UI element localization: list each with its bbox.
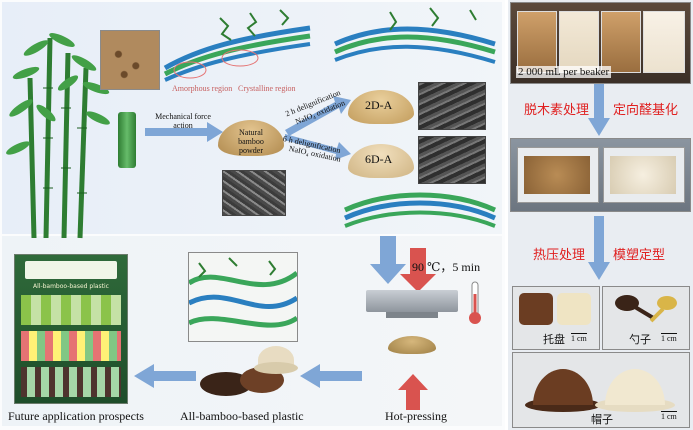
label-2d-a: 2D-A <box>365 98 393 112</box>
press-upper-plate <box>366 290 458 312</box>
poster-title: All-bamboo-based plastic <box>33 283 109 290</box>
brown-tray <box>519 293 553 325</box>
powder-2d-a-pile <box>348 90 414 124</box>
mechanical-force-arrow <box>145 122 223 142</box>
hat-product-photo: 帽子 1 cm <box>512 352 690 428</box>
down-arrow-red <box>400 248 436 292</box>
beaker-2 <box>559 11 599 73</box>
plastic-network-inset <box>188 252 298 342</box>
bamboo-plastic-objects <box>200 346 298 396</box>
poster-shoppers <box>21 367 121 397</box>
sem-2d-a-image <box>418 82 486 130</box>
pressed-powder <box>388 336 436 354</box>
amorphous-region-label: Amorphous region <box>172 84 233 93</box>
thermometer-icon <box>469 281 481 324</box>
tray-product-photo: 托盘 1 cm <box>512 286 600 350</box>
bamboo-powder-pile <box>218 120 284 156</box>
step-hotpress-label: 热压处理 <box>533 248 586 263</box>
step-molding-label: 模塑定型 <box>613 248 666 263</box>
bamboo-powder-label: Natural bamboo powder <box>238 128 264 155</box>
spoon-label: 勺子 <box>629 333 651 346</box>
poster-header <box>25 261 117 279</box>
oxidation-branch-arrows <box>285 96 351 160</box>
future-application-poster: All-bamboo-based plastic <box>14 254 128 404</box>
future-application-label: Future application prospects <box>8 409 144 423</box>
oxidized-fiber-structure-bottom <box>343 192 497 228</box>
hat-scale-bar: 1 cm <box>661 411 677 421</box>
brown-powder-fill <box>524 156 590 194</box>
beaker-volume-label: 2 000 mL per beaker <box>516 66 612 78</box>
beaker-4 <box>643 11 685 73</box>
mechanical-force-label: Mechanical force action <box>155 112 211 130</box>
powder-sem-image <box>222 170 286 216</box>
hot-pressing-label: Hot-pressing <box>385 409 447 423</box>
left-arrow-to-plastic <box>300 364 362 388</box>
white-powder-fill <box>610 156 676 194</box>
step-aldehyde-label: 定向醛基化 <box>613 103 679 118</box>
press-upper-stem <box>386 312 438 318</box>
beaker-3 <box>601 11 641 73</box>
poster-shelf-bottom <box>21 331 121 361</box>
cellulose-fiber-structure <box>163 9 311 82</box>
tray-scale-bar: 1 cm <box>571 333 587 343</box>
all-bamboo-plastic-label: All-bamboo-based plastic <box>180 409 304 423</box>
trays-photo <box>510 138 691 212</box>
label-6d-a: 6D-A <box>365 152 393 166</box>
right-down-arrow-2 <box>588 216 610 280</box>
hat-shapes <box>525 369 675 412</box>
bamboo-segment-illustration <box>118 112 136 168</box>
white-tray <box>557 293 591 325</box>
bamboo-cross-section-micrograph <box>100 30 160 90</box>
spoon-product-photo: 勺子 1 cm <box>602 286 690 350</box>
tray-label: 托盘 <box>543 333 565 346</box>
up-arrow-red <box>398 374 428 410</box>
bamboo-plant-illustration <box>6 33 110 239</box>
powder-6d-a-pile <box>348 144 414 178</box>
tray-brown-powder <box>517 147 599 203</box>
crystalline-region-label: Crystalline region <box>238 84 296 93</box>
spoon-shapes <box>615 295 677 323</box>
oxidized-fiber-structure-top <box>333 7 496 64</box>
left-arrow-to-future <box>134 364 196 388</box>
spoon-scale-bar: 1 cm <box>661 333 677 343</box>
tray-white-powder <box>603 147 685 203</box>
step-delignification-label: 脱木素处理 <box>524 103 590 118</box>
poster-shelf-top <box>21 295 121 325</box>
right-down-arrow-1 <box>588 84 610 136</box>
plastic-network-fibers <box>189 257 297 328</box>
sem-6d-a-image <box>418 136 486 184</box>
down-arrow-blue <box>370 236 406 284</box>
hat-label: 帽子 <box>591 413 613 426</box>
temperature-time-label: 90 ℃，5 min <box>412 260 481 274</box>
beaker-1 <box>517 11 557 73</box>
